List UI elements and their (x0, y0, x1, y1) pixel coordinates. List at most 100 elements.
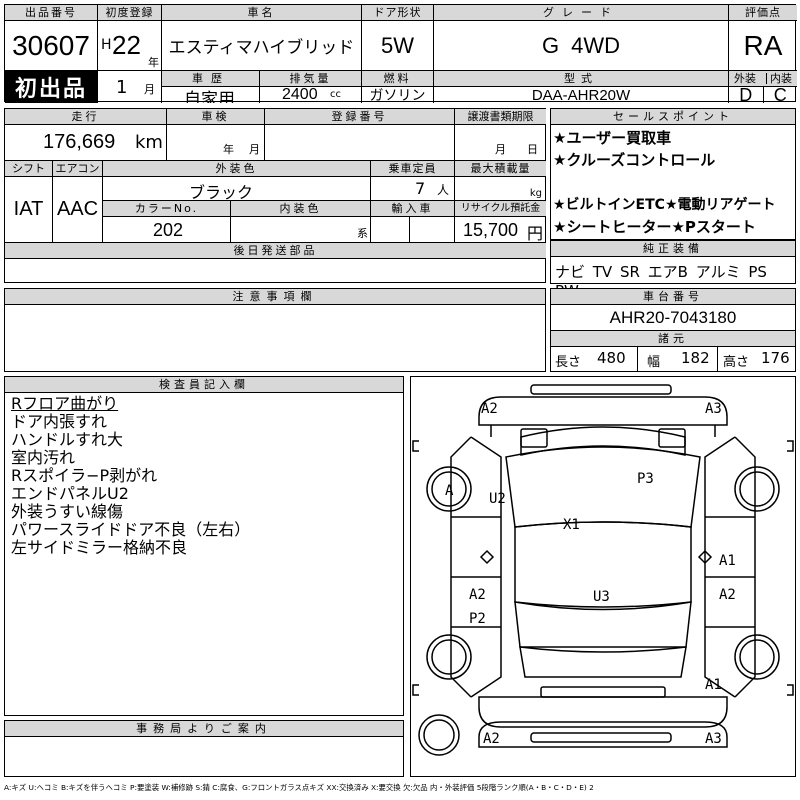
grade: G 4WD (434, 21, 729, 71)
grade-label: グレード (434, 5, 729, 21)
first-listing-text: 初出品 (14, 77, 87, 102)
lot-number: 30607 (5, 21, 98, 71)
sales-point-2: ★クルーズコントロール (553, 151, 716, 169)
year-unit: 年 (148, 56, 159, 69)
fuel: ガソリン (362, 87, 434, 103)
shift-label: シフト (5, 161, 53, 177)
width: 182 (681, 349, 710, 367)
damage-mark-left-front-wheel: A (445, 483, 454, 499)
ac: AAC (53, 177, 103, 243)
damage-mark-left-rear-door: A2 (469, 587, 486, 603)
inspector-line: パワースライドドア不良（左右） (11, 520, 251, 539)
equipment-label: 純正装備 (551, 241, 795, 257)
reg-year: 22 (112, 30, 141, 60)
import-cell (371, 217, 455, 243)
import-label: 輸入車 (371, 201, 455, 217)
era-prefix: H (101, 37, 112, 53)
recycle-label: リサイクル預託金 (455, 201, 546, 217)
transfer-day-unit: 日 (527, 143, 538, 156)
exterior-grade: D (739, 87, 753, 103)
color-cell: ブラック (103, 177, 371, 202)
load-cell: kg (455, 177, 546, 201)
damage-mark-right-door: A1 (719, 553, 736, 569)
load-unit: kg (529, 188, 542, 199)
dims-row: 長さ 480 幅 182 高さ 176 (551, 347, 795, 372)
transfer-label: 譲渡書類期限 (455, 109, 546, 125)
plate-label: 登録番号 (265, 109, 455, 125)
displacement: 2400 (282, 87, 318, 103)
color-no: 202 (153, 220, 184, 240)
office-block: 事務局よりご案内 (4, 720, 404, 777)
mileage-cell: 176,669 km (5, 125, 167, 161)
interior-color-unit: 系 (357, 227, 368, 240)
inspector-label: 検査員記入欄 (5, 377, 403, 393)
lot-label: 出品番号 (5, 5, 98, 21)
color-no-label: カラーNo. (103, 201, 231, 217)
import-divider (409, 217, 410, 242)
sales-point-4: ★シートヒーター★Pスタート (553, 218, 756, 236)
ext-int-grade-cell: D C (729, 87, 797, 103)
capacity: 7 (415, 179, 426, 198)
chassis-block: 車台番号 AHR20-7043180 諸元 長さ 480 幅 182 高さ 17… (550, 288, 796, 372)
damage-mark-rear-left: A2 (483, 731, 500, 747)
length: 480 (597, 349, 626, 367)
plate-cell (265, 125, 455, 161)
damage-mark-front-left: A2 (481, 401, 498, 417)
divider (259, 87, 260, 103)
damage-mark-rear-right: A3 (705, 731, 722, 747)
office-label: 事務局よりご案内 (5, 721, 403, 737)
sales-points-block: セールスポイント ★ユーザー買取車 ★クルーズコントロール ★ビルトインETC★… (550, 108, 796, 240)
history: 自家用 (184, 90, 235, 103)
reg-month: 1 (116, 77, 128, 98)
month-unit: 月 (144, 83, 155, 96)
width-label: 幅 (647, 355, 661, 370)
score: RA (729, 21, 797, 71)
inspection-year-unit: 年 (223, 143, 234, 156)
exterior-grade-label: 外装 内装 (729, 71, 797, 87)
inspection-label: 車検 (167, 109, 265, 125)
sales-point-3: ★ビルトインETC★電動リアゲート (553, 197, 776, 213)
inspector-line: 左サイドミラー格納不良 (11, 538, 188, 557)
mileage: 176,669 (43, 131, 116, 153)
transfer-month-unit: 月 (495, 143, 506, 156)
chassis-label: 車台番号 (551, 289, 795, 305)
notes-block: 注意事項欄 (4, 288, 546, 372)
later-parts-label: 後日発送部品 (5, 243, 546, 259)
score-label: 評価点 (729, 5, 797, 21)
inspector-line: ハンドルすれ大 (11, 430, 124, 449)
damage-mark-right-rear-door: A2 (719, 587, 736, 603)
reg-month-cell: 1 月 (98, 71, 162, 103)
car-name: エスティマハイブリッド (162, 21, 362, 71)
height: 176 (761, 349, 790, 367)
color-label: 外装色 (103, 161, 371, 177)
inspector-line: Rスポイラ−P剥がれ (11, 466, 158, 485)
mileage-unit: km (135, 132, 163, 153)
reg-label: 初度登録 (98, 5, 162, 21)
car-diagram-icon (412, 384, 794, 756)
sales-point-1: ★ユーザー買取車 (553, 129, 672, 147)
inspector-line: Rフロア曲がり (11, 394, 119, 413)
recycle-unit: 円 (527, 224, 544, 243)
damage-mark-front-right: A3 (705, 401, 722, 417)
length-label: 長さ (555, 355, 582, 370)
inspector-lines: Rフロア曲がり ドア内張すれ ハンドルすれ大 室内汚れ Rスポイラ−P剥がれ エ… (11, 395, 250, 557)
fuel-label: 燃料 (362, 71, 434, 87)
first-listing-badge: 初出品 (5, 71, 98, 103)
equipment-block: 純正装備 ナビ TV SR エアB アルミ PS PW (550, 240, 796, 300)
car-name-label: 車名 (162, 5, 362, 21)
inspector-line: 室内汚れ (11, 448, 76, 467)
sales-points-label: セールスポイント (551, 109, 795, 125)
dims-label: 諸元 (551, 331, 795, 347)
interior-grade: C (762, 87, 798, 103)
recycle: 15,700 (463, 220, 519, 240)
damage-mark-right-rear: A1 (705, 677, 722, 693)
damage-mark-roof: X1 (563, 517, 580, 533)
color: ブラック (189, 183, 254, 202)
damage-mark-rear-window: U3 (593, 589, 610, 605)
damage-map: A2 A3 A U2 P3 X1 A1 A2 A2 U3 P2 A1 A2 A3 (410, 376, 796, 777)
damage-mark-hood-right: P3 (637, 471, 654, 487)
damage-mark-left-front-fender: U2 (489, 491, 506, 507)
interior-color-label: 内装色 (231, 201, 371, 217)
header-grid: 出品番号 30607 初出品 初度登録 H 22 年 1 月 車名 エスティマハ… (4, 4, 797, 103)
exterior-label: 外装 (734, 72, 756, 85)
